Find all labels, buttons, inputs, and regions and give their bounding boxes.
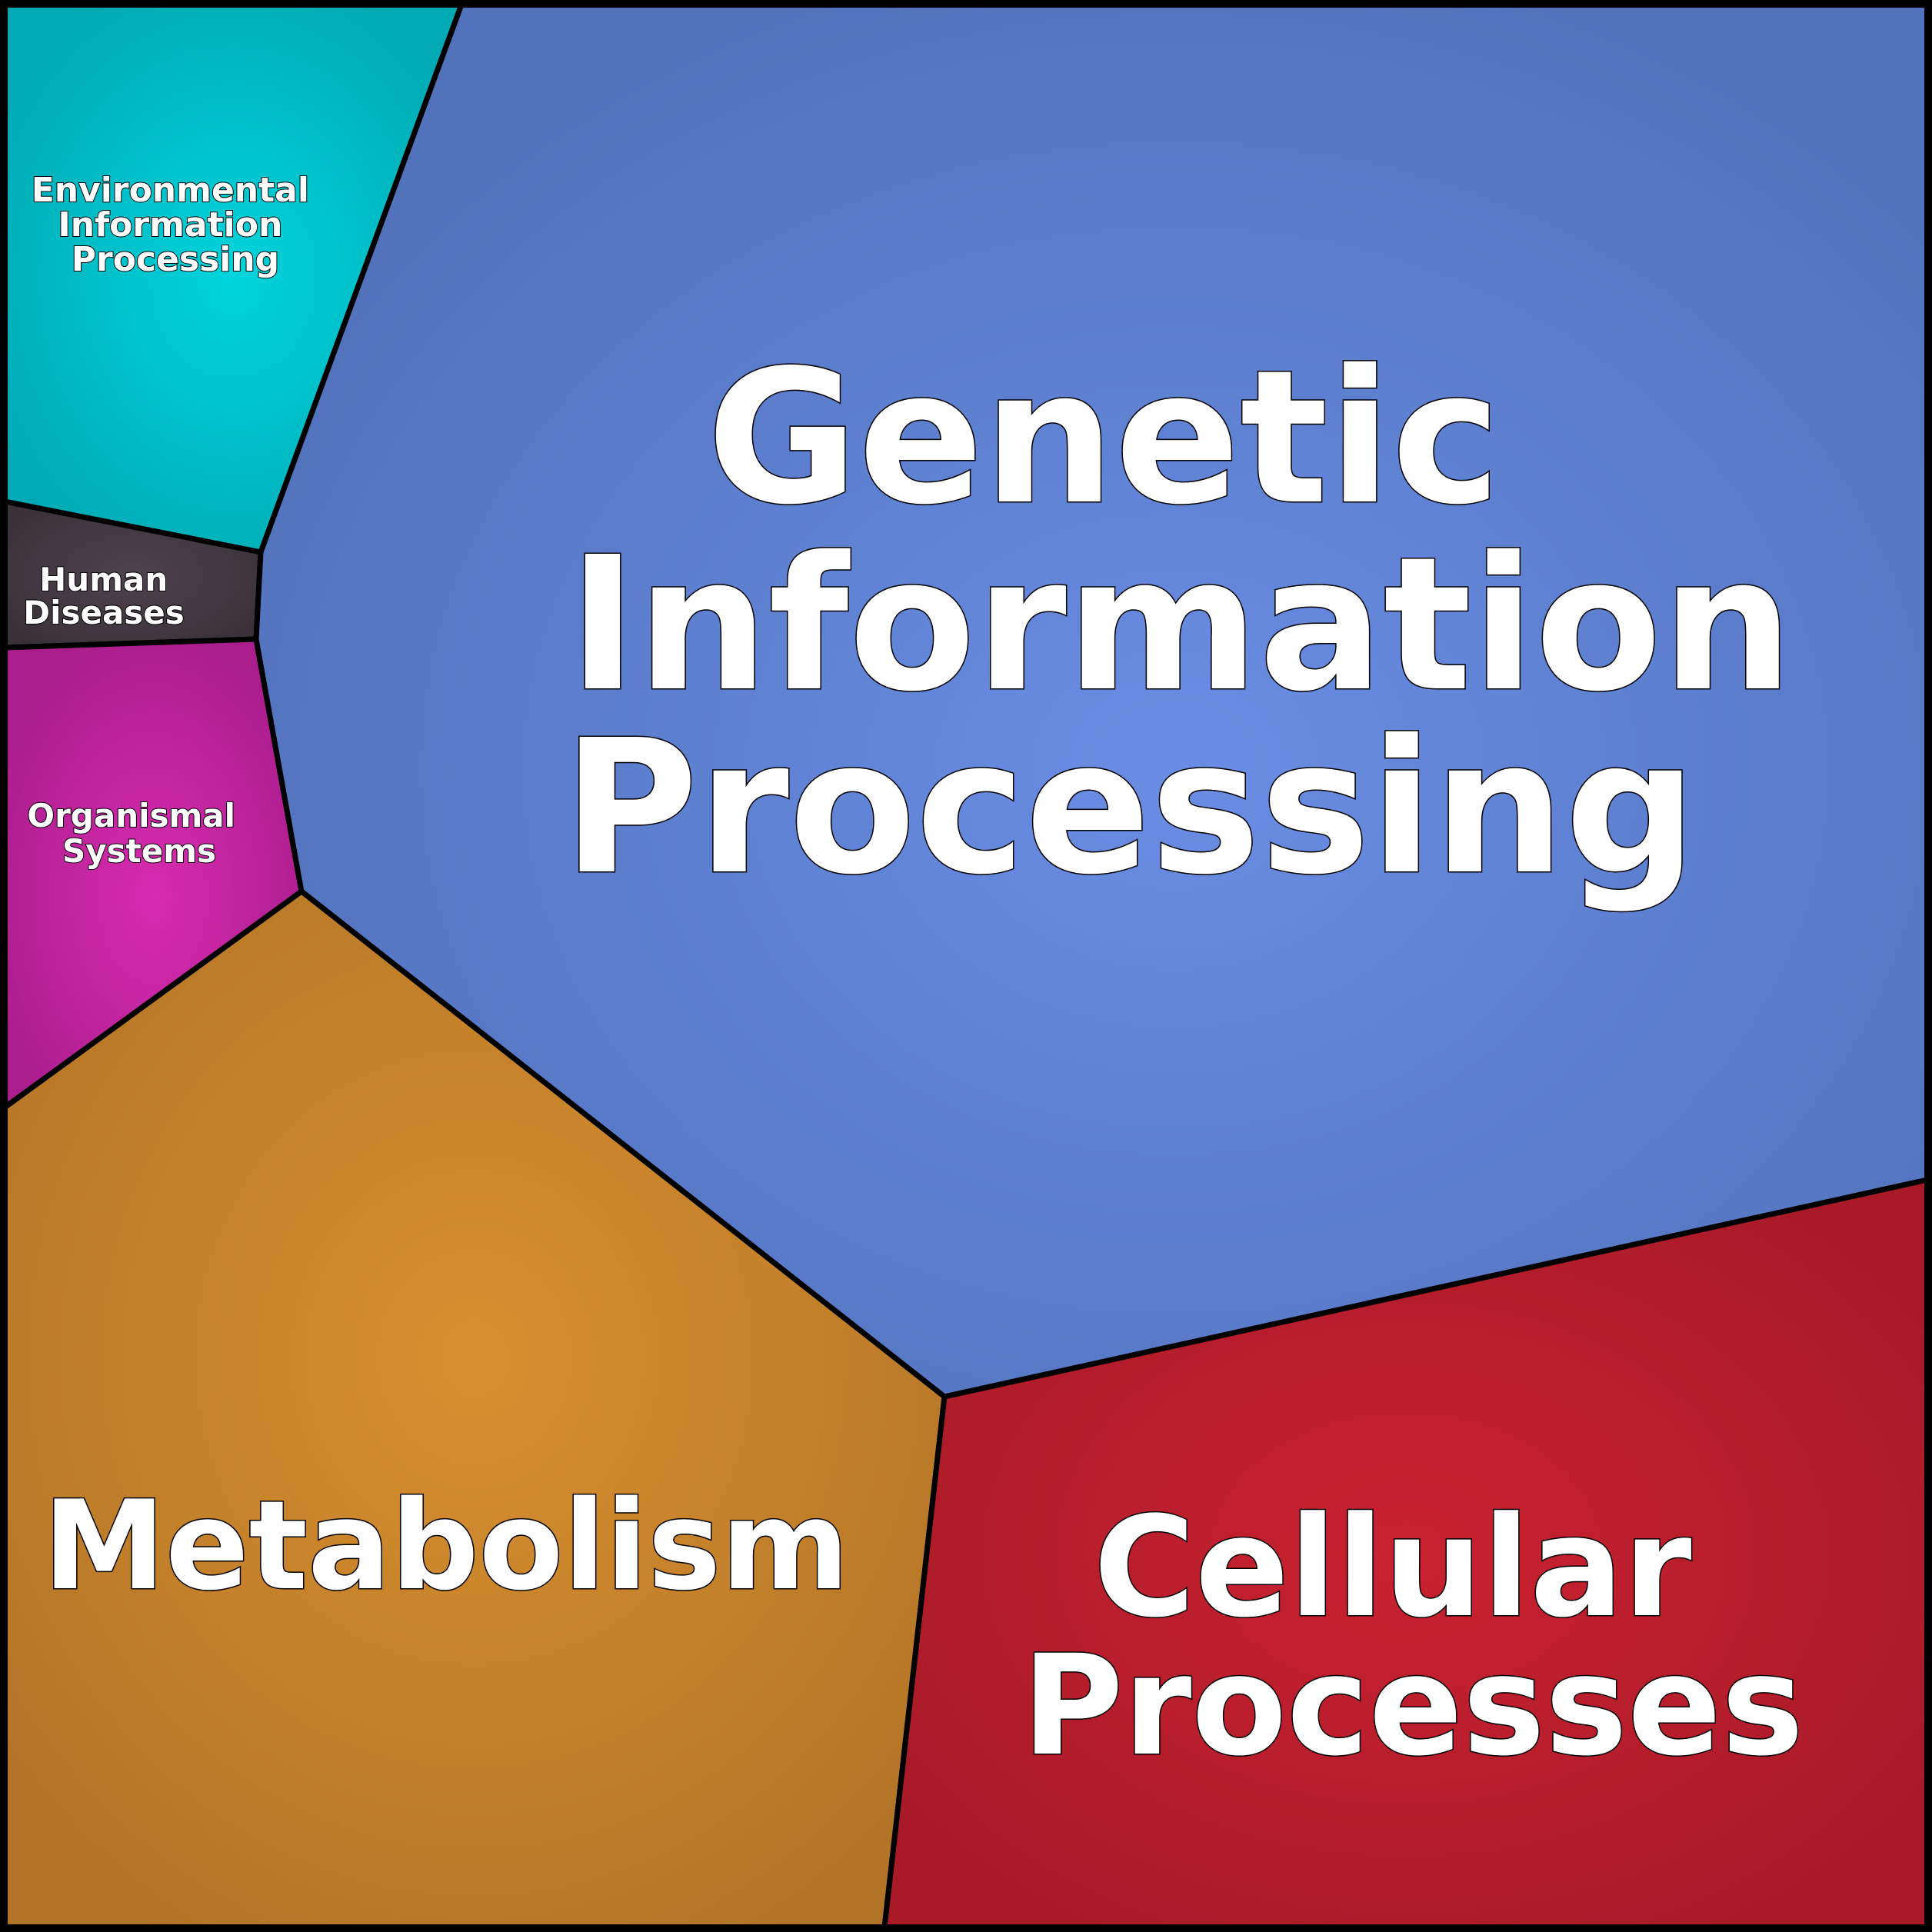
label-line: Processing bbox=[563, 700, 1697, 915]
label-line: Information bbox=[58, 205, 282, 245]
label-line: Organismal bbox=[27, 797, 235, 834]
label-metabolism: Metabolism bbox=[43, 1474, 849, 1617]
label-line: Cellular bbox=[1094, 1487, 1692, 1648]
label-line: Processes bbox=[1022, 1626, 1804, 1787]
label-line: Genetic bbox=[707, 330, 1501, 545]
label-organismal-systems: Organismal Systems bbox=[27, 797, 246, 870]
label-line: Metabolism bbox=[43, 1474, 849, 1617]
label-cellular-processes: Cellular Processes bbox=[1022, 1487, 1804, 1787]
label-genetic-information-processing: Genetic Information Processing bbox=[563, 330, 1857, 915]
label-line: Human bbox=[39, 561, 168, 598]
label-line: Systems bbox=[62, 832, 216, 870]
label-human-diseases: Human Diseases bbox=[23, 561, 185, 631]
label-line: Environmental bbox=[32, 171, 309, 210]
label-line: Diseases bbox=[23, 594, 185, 631]
label-environmental-information-processing: Environmental Information Processing bbox=[32, 171, 321, 279]
label-line: Information bbox=[568, 517, 1794, 732]
label-line: Processing bbox=[72, 240, 279, 279]
